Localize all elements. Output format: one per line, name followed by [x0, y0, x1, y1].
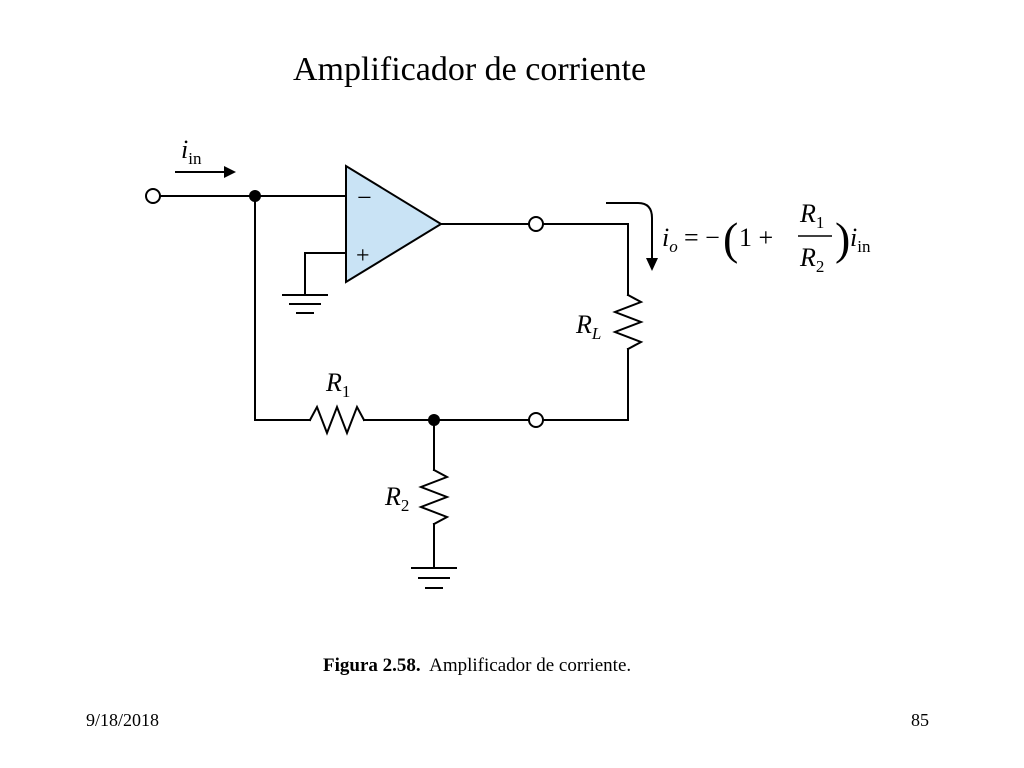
- feedback-junction-dot: [428, 414, 440, 426]
- resistor-r2: [418, 468, 450, 526]
- equation-numerator: R1: [799, 199, 824, 232]
- footer-date: 9/18/2018: [86, 710, 160, 730]
- r2-label: R2: [384, 482, 409, 515]
- footer-page-number: 85: [911, 710, 929, 730]
- equation-rhs: iin: [850, 223, 871, 256]
- equation-left-paren: (: [723, 213, 738, 264]
- output-current-arrow: [606, 202, 653, 262]
- resistor-rl: [612, 293, 644, 351]
- opamp-minus-label: −: [357, 183, 372, 212]
- equation-one-plus: 1 +: [739, 223, 773, 252]
- caption-text: Amplificador de corriente.: [429, 655, 632, 676]
- input-current-label: iin: [181, 135, 202, 168]
- output-terminal-bottom: [528, 412, 544, 428]
- rl-label: RL: [575, 310, 601, 343]
- output-current-equation: io = − ( 1 + R1 R2 ) iin: [662, 199, 871, 276]
- input-current-arrowhead: [224, 166, 236, 178]
- slide-title: Amplificador de corriente: [293, 51, 647, 88]
- equation-equals-minus: = −: [684, 223, 720, 252]
- equation-denominator: R2: [799, 243, 824, 276]
- output-current-arrowhead: [646, 258, 658, 271]
- input-terminal: [145, 188, 161, 204]
- equation-lhs: io: [662, 223, 678, 256]
- equation-right-paren: ): [835, 213, 850, 264]
- resistor-r1: [308, 404, 366, 436]
- r1-label: R1: [325, 368, 350, 401]
- opamp-body: [345, 164, 443, 284]
- input-junction-dot: [249, 190, 261, 202]
- output-terminal-top: [528, 216, 544, 232]
- opamp-plus-label: +: [356, 243, 370, 269]
- figure-caption: Figura 2.58. Amplificador de corriente.: [323, 654, 631, 678]
- caption-label: Figura 2.58.: [323, 655, 421, 676]
